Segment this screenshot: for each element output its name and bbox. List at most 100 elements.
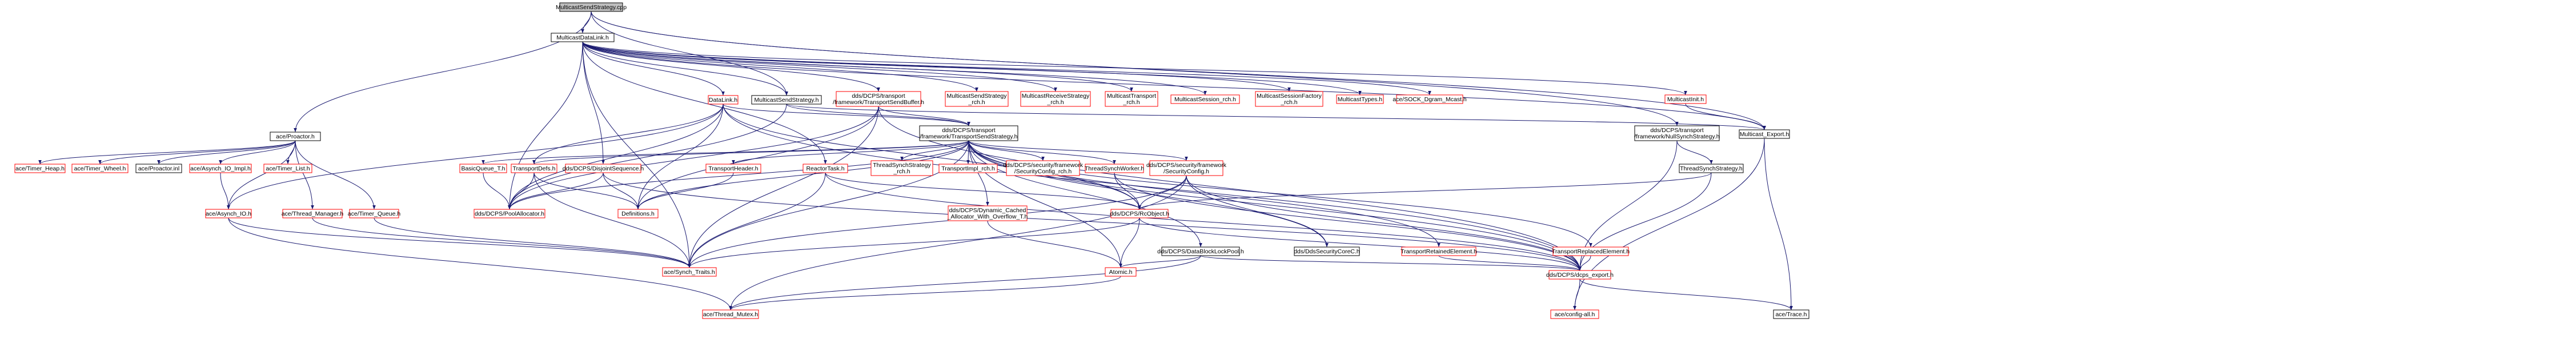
node-multicast-export-h[interactable]: Multicast_Export.h (1739, 129, 1790, 139)
edge-tss-to-treplaced (968, 140, 1592, 248)
edge-datalink-to-tdefs (532, 104, 724, 165)
node-box (1679, 164, 1744, 173)
node-dds-dcps-disjointsequence-h: dds/DCPS/DisjointSequence.h (563, 164, 644, 173)
edge-tss-to-dblockpool (968, 140, 1202, 248)
node-multicastinit-h: MulticastInit.h (1664, 94, 1707, 104)
node-ace-timer-list-h: ace/Timer_List.h (263, 164, 312, 173)
edge-tss-to-seccfg (968, 140, 1188, 161)
edge-mss-to-mexport (786, 104, 1766, 130)
edge-tss-to-tworker (968, 140, 1116, 165)
node-threadsynchstrategy-h[interactable]: ThreadSynchStrategy.h (1679, 164, 1744, 173)
node-dds-dcps-datablocklockpool-h[interactable]: dds/DCPS/DataBlockLockPool.h (1157, 246, 1244, 256)
node-box (205, 209, 252, 218)
node-box (474, 209, 545, 218)
node-atomic-h: Atomic.h (1105, 267, 1137, 277)
node-label: Atomic.h (1109, 269, 1133, 276)
node-box (617, 209, 659, 218)
edge-reactor-to-thread_mgr (295, 140, 314, 210)
node-multicastdatalink-h[interactable]: MulticastDataLink.h (551, 33, 615, 42)
edge-asynch_io-to-thread_mutex (228, 217, 732, 311)
edge-asynch_io-to-synch_traits (228, 217, 691, 268)
node-multicastsendstrategy-h[interactable]: MulticastSendStrategy.h (751, 95, 822, 105)
node-ace-proactor-inl[interactable]: ace/Proactor.inl (135, 164, 182, 173)
edge-seccfg-to-dcps_export (1186, 175, 1582, 271)
node-ace-thread-mutex-h: ace/Thread_Mutex.h (702, 309, 759, 319)
edge-tsb-to-definitions (636, 106, 879, 210)
edge-dblockpool-to-atomic (1119, 255, 1201, 268)
edge-datalink-to-rcobject (723, 104, 1141, 210)
node-label: ace/Asynch_IO.h (206, 210, 251, 217)
edge-tworker-to-rcobject (1114, 172, 1141, 210)
edge-seccfg-to-synch_traits (688, 175, 1187, 268)
node-label: _rch.h (968, 99, 985, 106)
node-box (705, 164, 761, 173)
node-dds-dcps-rcobject-h: dds/DCPS/RcObject.h (1110, 209, 1169, 218)
node-transportdefs-h: TransportDefs.h (511, 164, 557, 173)
node-box (803, 164, 848, 173)
edge-tss-to-definitions (636, 140, 969, 210)
node-box (1664, 94, 1707, 104)
node-multicastreceivestrategy-rch-h: MulticastReceiveStrategy_rch.h (1020, 91, 1091, 107)
node-label: /framework/NullSynchStrategy.h (1634, 133, 1719, 140)
edge-dispseq-to-definitions (603, 172, 640, 210)
edge-tdefs-to-poolalloc (508, 172, 535, 210)
edge-tss-to-seccfg_rch (968, 140, 1045, 161)
node-dds-ddssecuritycorec-h[interactable]: dds/DdsSecurityCoreC.h (1294, 246, 1360, 256)
node-box (270, 132, 321, 141)
edge-rcobject-to-synch_traits (688, 217, 1140, 268)
node-box (189, 164, 252, 173)
node-dds-dcps-transport-framework-nullsynchstrategy-h[interactable]: dds/DCPS/transport/framework/NullSynchSt… (1634, 125, 1720, 141)
node-multicasttypes-h: MulticastTypes.h (1336, 94, 1384, 104)
edge-mdl-to-mexport (582, 41, 1766, 130)
node-reactortask-h: ReactorTask.h (803, 164, 848, 173)
node-label: BasicQueue_T.h (461, 165, 505, 172)
node-label: dds/DCPS/transport (942, 127, 995, 134)
node-box (1401, 246, 1476, 256)
edge-basicqueue-to-poolalloc (483, 172, 511, 210)
node-box (1634, 125, 1720, 141)
edge-reactortask-to-rcobject (825, 172, 1141, 210)
node-box (1105, 91, 1158, 107)
node-dds-dcps-security-framework-securityconfig-rch-h: dds/DCPS/security/framework/SecurityConf… (1003, 160, 1084, 176)
node-box (948, 205, 1028, 221)
node-box (551, 33, 615, 42)
node-ace-asynch-io-h: ace/Asynch_IO.h (205, 209, 252, 218)
node-box (870, 160, 933, 176)
edge-seccfg-to-ddscore (1186, 175, 1329, 248)
edge-root-to-reactor (294, 11, 592, 133)
edge-timer_queue-to-synch_traits (374, 217, 691, 268)
node-dds-dcps-transport-framework-transportsendstrategy-h[interactable]: dds/DCPS/transport/framework/TransportSe… (919, 125, 1018, 141)
edge-seccfg-to-rcobject (1138, 175, 1187, 210)
edge-asynch_io_impl-to-asynch_io (220, 172, 230, 210)
edge-seccfg-to-thread_mutex (729, 175, 1187, 311)
node-label: ace/Timer_List.h (266, 165, 310, 172)
edge-tsb-to-synch_traits (688, 106, 879, 268)
node-ace-proactor-h[interactable]: ace/Proactor.h (270, 132, 321, 141)
node-multicastsendstrategy-cpp: MulticastSendStrategy.cpp (556, 2, 627, 12)
node-transportreplacedelement-h: TransportReplacedElement.h (1552, 246, 1630, 256)
node-dds-dcps-security-framework-securityconfig-h: dds/DCPS/security/framework/SecurityConf… (1146, 160, 1227, 176)
edge-mdl-to-tsb (582, 41, 880, 92)
edge-reactor-to-asynch_io_impl (219, 140, 296, 165)
node-multicasttransport-rch-h: MulticastTransport_rch.h (1105, 91, 1158, 107)
edge-tss-to-tretained (968, 140, 1441, 248)
node-ace-thread-manager-h: ace/Thread_Manager.h (282, 209, 343, 218)
node-label: ReactorTask.h (806, 165, 844, 172)
node-dds-dcps-transport-framework-transportsendbuffer-h: dds/DCPS/transport/framework/TransportSe… (833, 91, 924, 107)
node-box (1550, 309, 1599, 319)
node-box (282, 209, 343, 218)
edge-mdl-to-dispseq (582, 41, 605, 165)
edge-root-to-mexport (591, 11, 1766, 130)
node-label: MulticastSessionFactory (1257, 93, 1322, 100)
node-transportimpl-rch-h: TransportImpl_rch.h (938, 164, 998, 173)
node-box (1110, 209, 1169, 218)
edge-tsb-to-poolalloc (508, 106, 879, 210)
node-label: TransportDefs.h (513, 165, 556, 172)
node-label: Multicast_Export.h (1740, 131, 1789, 138)
edge-dispseq-to-dcps_export (603, 172, 1582, 271)
edge-reactor-to-timer_wheel (98, 140, 296, 165)
node-ace-trace-h[interactable]: ace/Trace.h (1773, 309, 1809, 319)
edge-reactortask-to-synch_traits (688, 172, 826, 268)
edge-tss-to-ddscore (968, 140, 1329, 248)
edge-dblockpool-to-thread_mutex (729, 255, 1201, 311)
